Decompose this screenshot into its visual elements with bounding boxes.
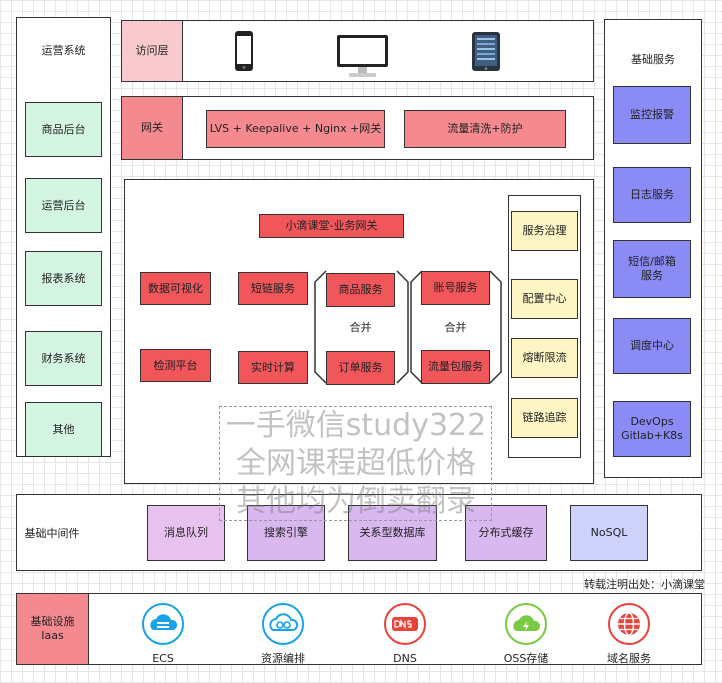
right-item-devops[interactable]: DevOps Gitlab+K8s — [613, 401, 691, 457]
group-b-brace-left — [409, 270, 423, 384]
basic-services-title: 基础服务 — [631, 53, 675, 66]
watermark-line-3: 其他均为倒卖翻录 — [236, 484, 476, 519]
domain-service-label: 域名服务 — [607, 652, 651, 665]
account-service[interactable]: 账号服务 — [421, 271, 490, 305]
monitor-icon — [336, 34, 389, 78]
domain-globe-icon — [608, 603, 650, 645]
resource-orchestration-label: 资源编排 — [261, 652, 305, 665]
group-b-brace-right — [489, 270, 503, 384]
detection-platform[interactable]: 检测平台 — [140, 349, 211, 382]
right-item-monitoring-alert[interactable]: 监控报警 — [613, 86, 691, 144]
distributed-cache[interactable]: 分布式缓存 — [465, 505, 547, 561]
oss-storage-label: OSS存储 — [503, 652, 549, 665]
realtime-computing[interactable]: 实时计算 — [238, 351, 308, 384]
infrastructure-label: 基础设施 Iaas — [16, 593, 89, 665]
watermark-line-2: 全网课程超低价格 — [236, 446, 476, 481]
circuit-breaker-rate-limit[interactable]: 熔断限流 — [511, 338, 578, 378]
product-service[interactable]: 商品服务 — [326, 273, 395, 307]
trace-tracking[interactable]: 链路追踪 — [511, 398, 578, 438]
right-item-log-service[interactable]: 日志服务 — [613, 167, 691, 223]
left-item-finance-system[interactable]: 财务系统 — [25, 331, 102, 386]
operations-system-title: 运营系统 — [41, 44, 86, 57]
repost-note: 转载注明出处：小滴课堂 — [584, 578, 705, 591]
ecs-label: ECS — [152, 651, 174, 665]
config-center[interactable]: 配置中心 — [511, 279, 578, 319]
message-queue[interactable]: 消息队列 — [147, 505, 225, 561]
left-item-others[interactable]: 其他 — [25, 402, 102, 457]
order-service[interactable]: 订单服务 — [326, 351, 395, 385]
left-item-report-system[interactable]: 报表系统 — [25, 251, 102, 306]
right-item-scheduling-center[interactable]: 调度中心 — [613, 318, 691, 374]
data-visualization[interactable]: 数据可视化 — [140, 272, 211, 305]
tablet-icon — [471, 31, 501, 72]
access-layer-label: 访问层 — [121, 20, 183, 82]
lvs-keepalive-nginx-gateway[interactable]: LVS + Keepalive + Nginx +网关 — [206, 110, 385, 148]
group-b-merge-label: 合并 — [444, 321, 467, 334]
infrastructure-row — [16, 593, 702, 665]
middleware-label: 基础中间件 — [24, 526, 80, 540]
traffic-cleaning-protection[interactable]: 流量清洗+防护 — [404, 110, 566, 148]
traffic-package-service[interactable]: 流量包服务 — [421, 350, 490, 384]
oss-storage-icon — [505, 603, 547, 645]
group-a-brace-right — [396, 270, 410, 384]
relational-database[interactable]: 关系型数据库 — [348, 505, 437, 561]
watermark-box — [219, 406, 492, 521]
left-item-operations-backend[interactable]: 运营后台 — [25, 178, 102, 233]
right-item-sms-email-service[interactable]: 短信/邮箱 服务 — [613, 240, 691, 298]
ecs-cloud-icon — [142, 603, 184, 645]
gateway-label: 网关 — [121, 96, 183, 160]
group-a-brace-left — [313, 270, 327, 384]
business-gateway[interactable]: 小滴课堂-业务网关 — [259, 214, 404, 238]
group-a-merge-label: 合并 — [349, 321, 372, 334]
watermark-line-1: 一手微信study322 — [225, 408, 487, 443]
phone-icon — [234, 30, 254, 72]
dns-icon — [384, 603, 426, 645]
resource-orchestration-icon — [262, 603, 304, 645]
left-item-product-backend[interactable]: 商品后台 — [25, 102, 102, 157]
dns-label: DNS — [393, 651, 417, 665]
operations-system-panel — [16, 17, 111, 457]
search-engine[interactable]: 搜索引擎 — [247, 505, 325, 561]
short-link-service[interactable]: 短链服务 — [238, 272, 308, 305]
service-governance[interactable]: 服务治理 — [511, 211, 578, 251]
nosql[interactable]: NoSQL — [570, 505, 648, 561]
